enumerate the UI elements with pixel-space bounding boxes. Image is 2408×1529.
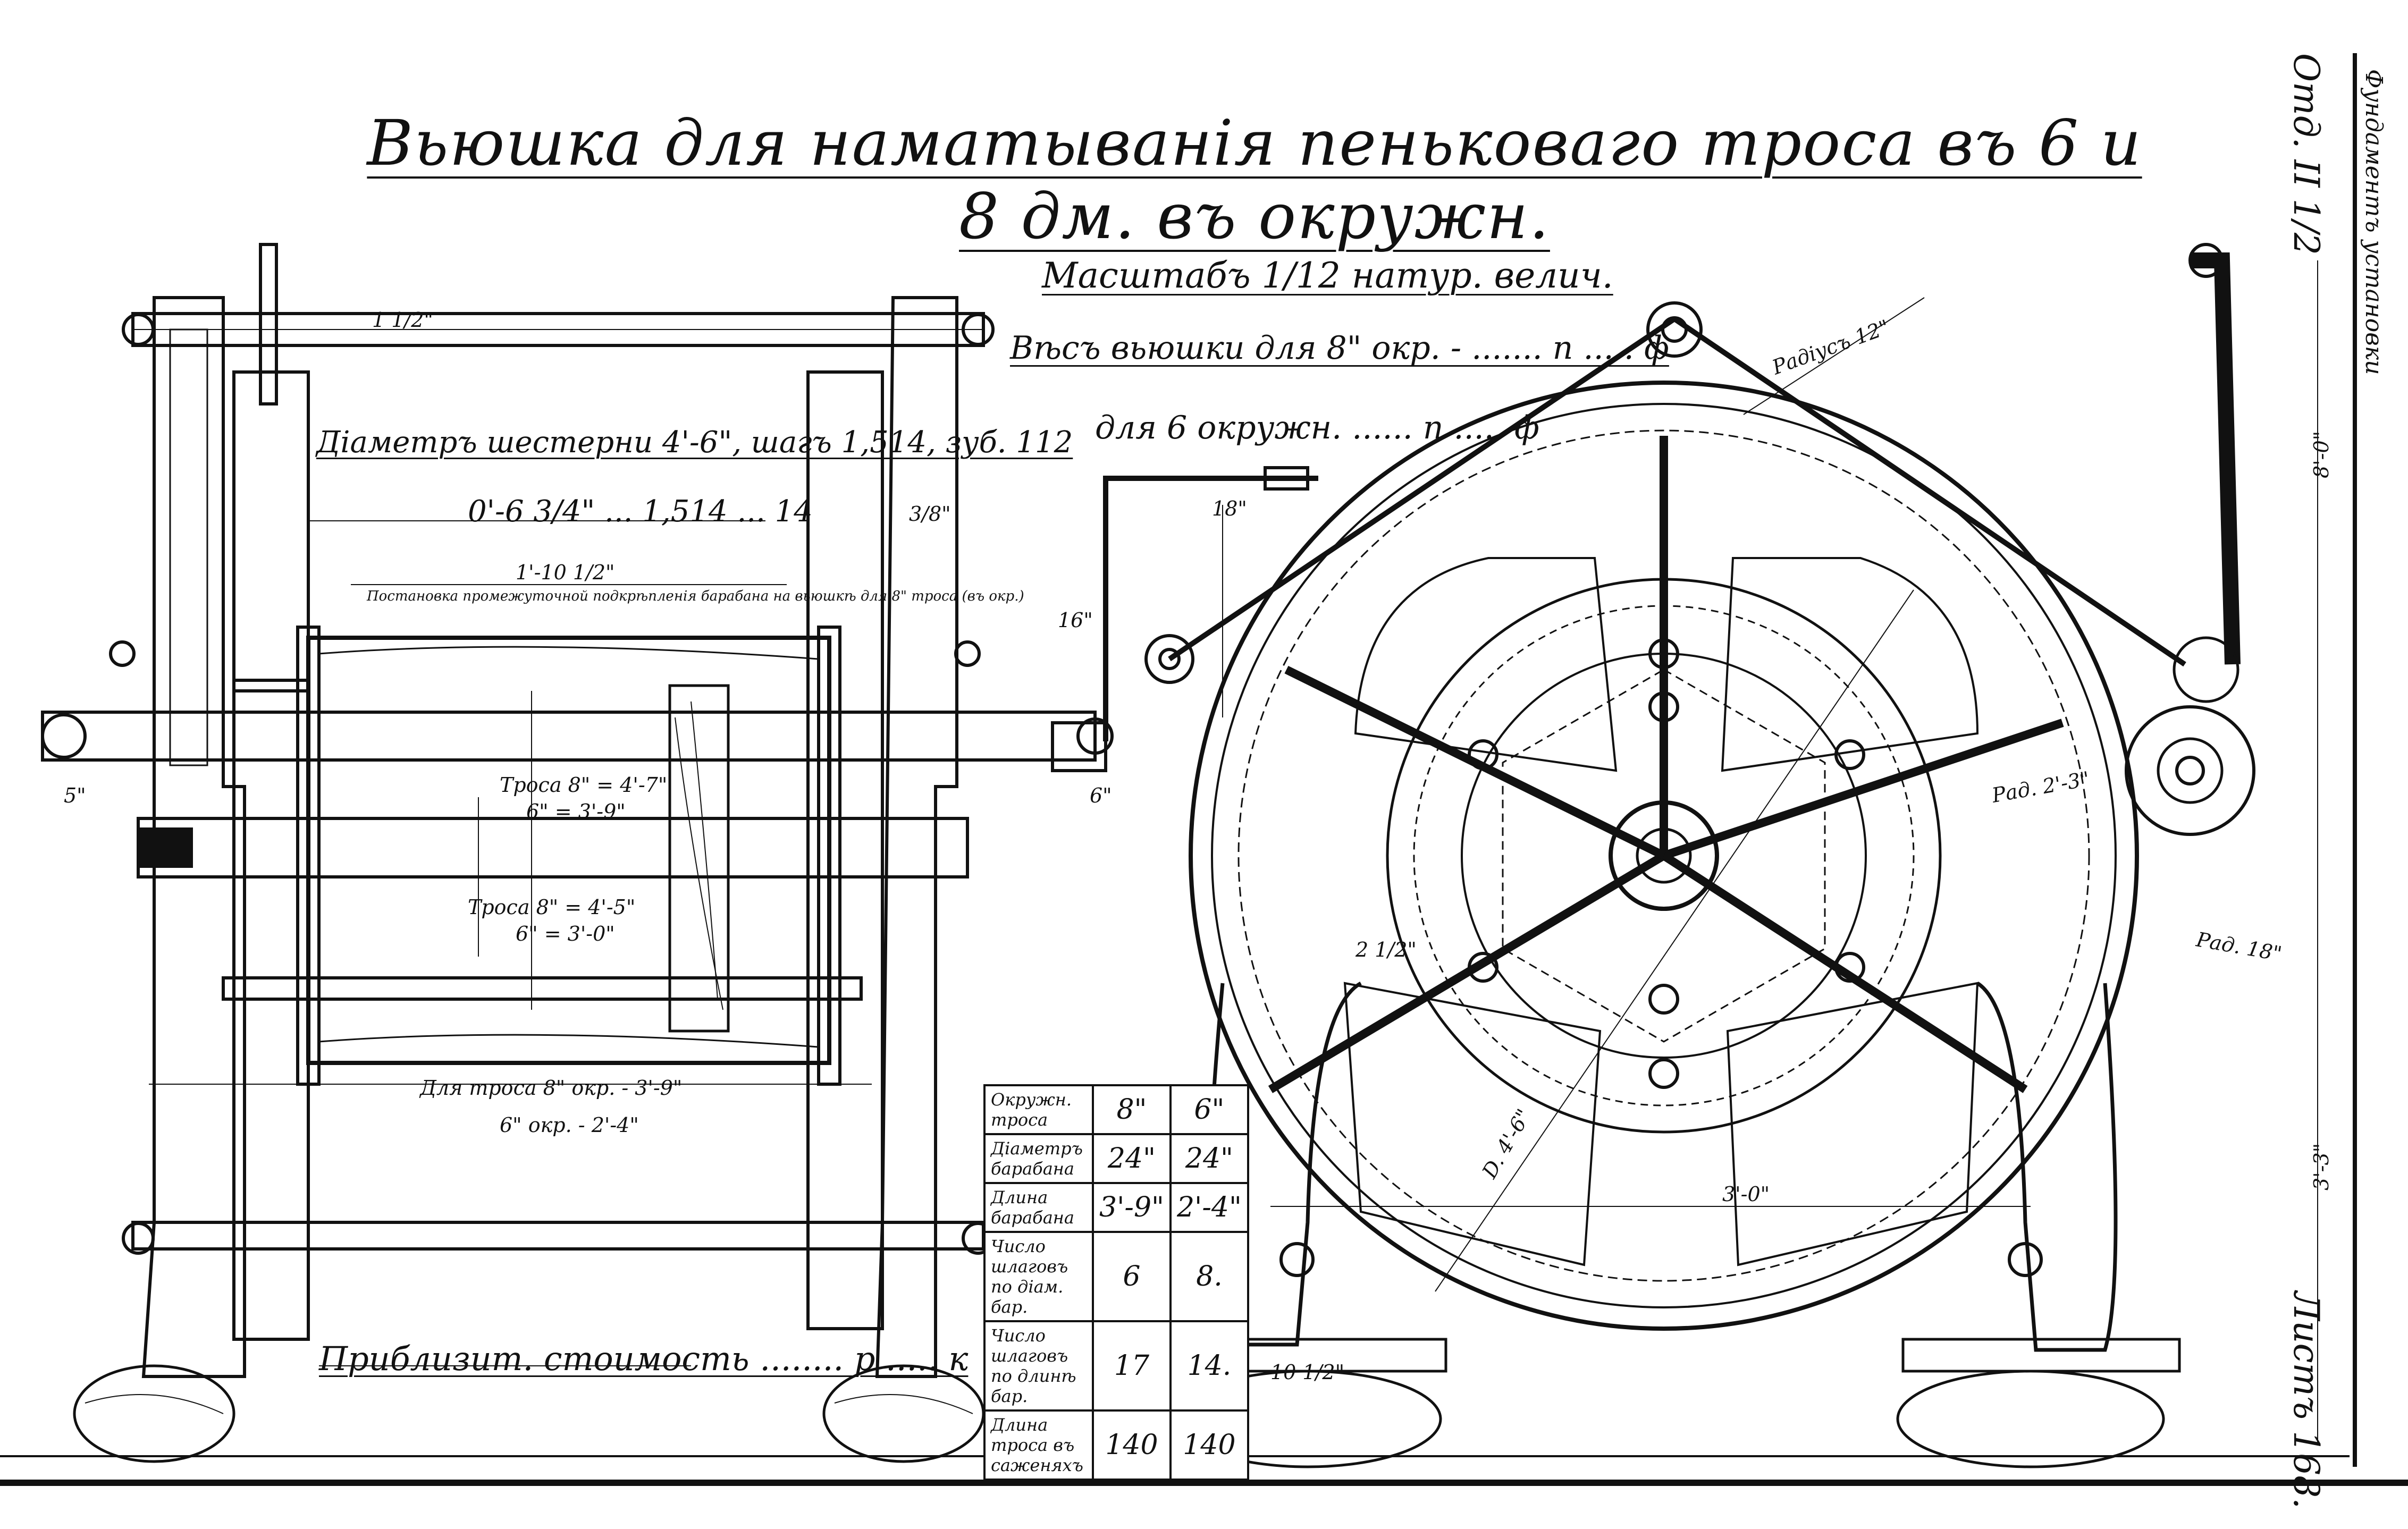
row-label: Число шлаговъ по діам. бар. <box>983 1231 1094 1322</box>
department-label: Отд. II 1/2 <box>2286 53 2327 255</box>
row-label: Діаметръ барабана <box>983 1133 1094 1184</box>
dim-17: 3'-0" <box>1722 1182 1770 1206</box>
dim-21: 10 1/2" <box>1270 1361 1344 1384</box>
dim-4: Троса 8" = 4'-7" <box>500 773 667 797</box>
dim-8: Для троса 8" окр. - 3'-9" <box>419 1076 682 1100</box>
scale-note: Масштабъ 1/12 натур. велич. <box>1042 255 1613 296</box>
row-label: Длина барабана <box>983 1182 1094 1233</box>
dim-20: D. 4'-6" <box>1477 1105 1536 1182</box>
dim-3: 1'-10 1/2" <box>516 561 615 584</box>
value-8: 24" <box>1092 1133 1172 1184</box>
gear-note-1: Діаметръ шестерни 4'-6", шагъ 1,514, зуб… <box>316 425 1073 460</box>
weight-6-note: для 6 окружн. ...... п ..... ф <box>1095 409 1539 446</box>
side-note: Фундаментъ установки <box>2360 69 2387 375</box>
front-elevation-view <box>41 243 1318 1463</box>
value-6: 140 <box>1169 1409 1249 1481</box>
value-6: 8. <box>1169 1231 1249 1322</box>
dim-19: 3'-3" <box>2310 1143 2333 1190</box>
value-8: 8" <box>1092 1084 1172 1135</box>
dim-5: 6" = 3'-9" <box>526 800 626 823</box>
dim-2: 3/8" <box>909 502 951 526</box>
sheet-number: Листъ 168. <box>2286 1291 2327 1509</box>
dim-11: 6" <box>1090 784 1112 807</box>
gear-note-2: 0'-6 3/4" ... 1,514 ... 14 <box>468 494 813 529</box>
price-note: Приблизит. стоимость ........ р ..... к <box>319 1339 969 1378</box>
dim-22: 2 1/2" <box>1355 938 1417 961</box>
value-8: 3'-9" <box>1092 1182 1172 1233</box>
weight-8-note: Вѣсъ вьюшки для 8" окр. - ....... п ....… <box>1010 330 1669 367</box>
dim-10: 5" <box>64 784 86 807</box>
dim-13: 16" <box>1058 609 1093 632</box>
row-label: Число шлаговъ по длинѣ бар. <box>983 1320 1094 1412</box>
value-8: 140 <box>1092 1409 1172 1481</box>
value-6: 2'-4" <box>1169 1182 1249 1233</box>
dim-18: 8'-0" <box>2310 431 2333 478</box>
value-6: 6" <box>1169 1084 1249 1135</box>
value-8: 6 <box>1092 1231 1172 1322</box>
row-label: Длина троса въ саженяхъ <box>983 1409 1094 1481</box>
value-6: 14. <box>1169 1320 1249 1412</box>
dim-14: Радіусъ 12" <box>1769 315 1892 379</box>
dim-15: Рад. 2'-3" <box>1990 767 2091 807</box>
dim-1: 1 1/2" <box>372 308 433 332</box>
page-title: Вьюшка для наматыванія пеньковаго троса … <box>367 106 2142 253</box>
spacer-note: Постановка промежуточной подкрѣпленія ба… <box>366 588 1024 604</box>
dim-9: 6" окр. - 2'-4" <box>500 1113 639 1137</box>
dim-16: Рад. 18" <box>2194 927 2283 966</box>
dim-7: 6" = 3'-0" <box>516 922 615 945</box>
dim-6: Троса 8" = 4'-5" <box>468 896 635 919</box>
value-6: 24" <box>1169 1133 1249 1184</box>
value-8: 17 <box>1092 1320 1172 1412</box>
row-label: Окружн. троса <box>983 1084 1094 1135</box>
dim-12: 18" <box>1212 497 1247 520</box>
